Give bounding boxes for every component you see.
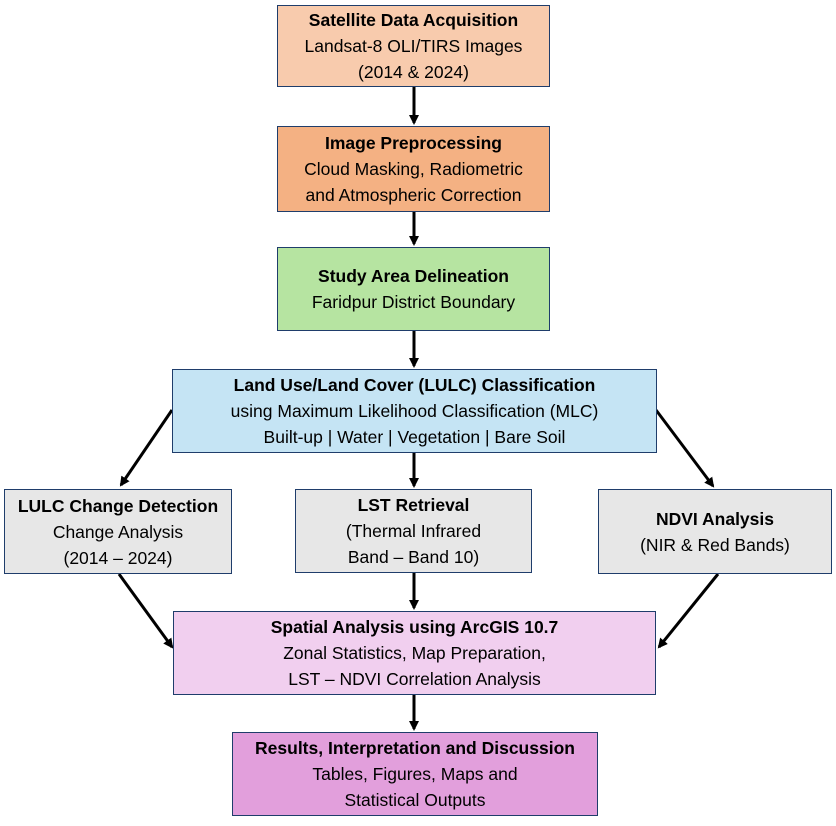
- box-title: Image Preprocessing: [324, 133, 503, 153]
- spatial-analysis-box: Spatial Analysis using ArcGIS 10.7 Zonal…: [173, 611, 656, 695]
- box-title: Results, Interpretation and Discussion: [255, 738, 575, 758]
- arrow-ndvi-to-spatial: [657, 573, 720, 649]
- image-preprocessing-box: Image Preprocessing Cloud Masking, Radio…: [277, 126, 550, 212]
- box-line: Built-up | Water | Vegetation | Bare Soi…: [263, 427, 566, 447]
- results-interpretation-box: Results, Interpretation and Discussion T…: [232, 732, 598, 816]
- lst-retrieval-box: LST Retrieval (Thermal Infrared Band – B…: [295, 489, 532, 573]
- box-line: (NIR & Red Bands): [640, 534, 790, 555]
- box-line: Change Analysis: [52, 521, 184, 542]
- box-title: Land Use/Land Cover (LULC) Classificatio…: [233, 375, 596, 395]
- ndvi-analysis-box: NDVI Analysis (NIR & Red Bands): [598, 489, 832, 574]
- box-line: Statistical Outputs: [344, 790, 486, 810]
- box-line: Landsat-8 OLI/TIRS Images: [304, 36, 523, 56]
- lulc-change-detection-box: LULC Change Detection Change Analysis (2…: [4, 489, 232, 574]
- study-area-delineation-box: Study Area Delineation Faridpur District…: [277, 247, 550, 331]
- box-line: (Thermal Infrared: [345, 521, 482, 541]
- box-title: Spatial Analysis using ArcGIS 10.7: [270, 617, 559, 637]
- lulc-classification-box: Land Use/Land Cover (LULC) Classificatio…: [172, 369, 657, 453]
- box-line: and Atmospheric Correction: [305, 185, 522, 205]
- box-line: (2014 – 2024): [63, 547, 173, 568]
- box-line: LST – NDVI Correlation Analysis: [288, 669, 541, 689]
- satellite-data-acquisition-box: Satellite Data Acquisition Landsat-8 OLI…: [277, 5, 550, 87]
- box-title: LULC Change Detection: [17, 495, 219, 516]
- box-line: Cloud Masking, Radiometric: [304, 159, 523, 179]
- box-line: Band – Band 10): [347, 547, 480, 567]
- arrow-lulc-to-ndvi: [654, 409, 715, 488]
- box-line: Tables, Figures, Maps and: [312, 764, 518, 784]
- box-title: NDVI Analysis: [655, 508, 774, 529]
- arrow-lulc-to-change-detection: [119, 409, 174, 487]
- arrow-change-detection-to-spatial: [117, 573, 174, 649]
- box-title: LST Retrieval: [357, 495, 470, 515]
- box-line: using Maximum Likelihood Classification …: [230, 401, 599, 421]
- box-line: Zonal Statistics, Map Preparation,: [283, 643, 546, 663]
- box-title: Satellite Data Acquisition: [308, 10, 519, 30]
- box-title: Study Area Delineation: [318, 266, 509, 286]
- box-line: (2014 & 2024): [358, 62, 469, 82]
- box-line: Faridpur District Boundary: [311, 292, 516, 312]
